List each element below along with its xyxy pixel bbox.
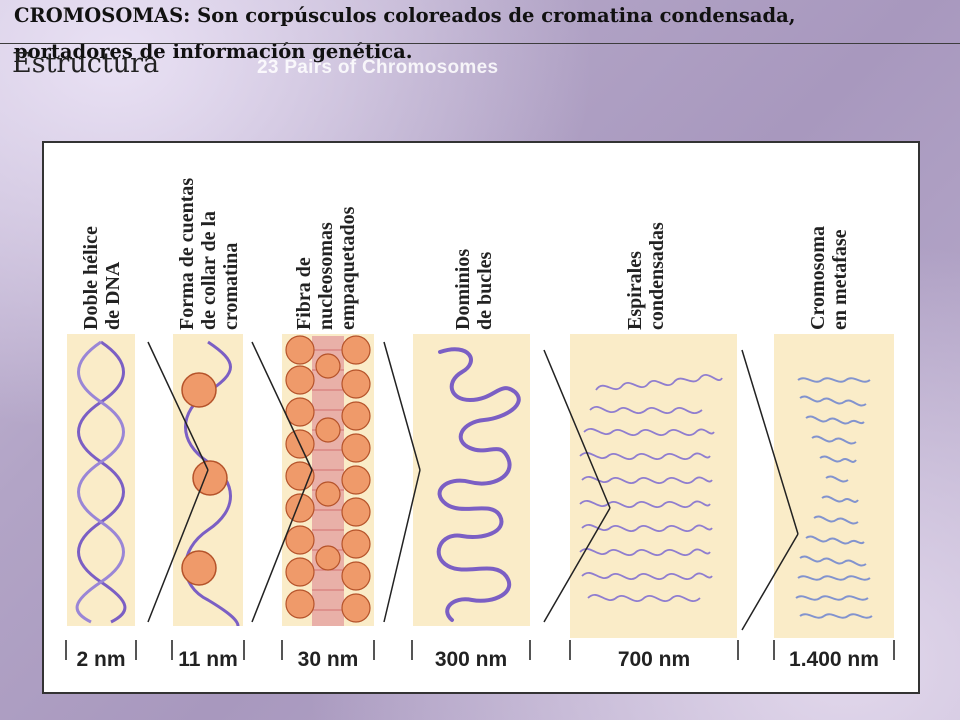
nucleosome-bead (181, 372, 217, 408)
scale-bars (65, 640, 895, 660)
scale-label-coils: 700 nm (617, 648, 691, 671)
loop-domains (436, 347, 521, 622)
double-helix (75, 340, 127, 624)
metaphase-chromosome (795, 377, 873, 619)
scale-label-beads: 11 nm (178, 648, 238, 671)
nucleosome-bead (181, 550, 217, 586)
panel-chromosome (774, 334, 894, 638)
zoom-connector-lines (147, 341, 799, 631)
scale-label-fiber: 30 nm (297, 648, 359, 671)
panel-loops (413, 334, 530, 626)
condensed-coils (579, 374, 723, 602)
scale-label-chromosome: 1.400 nm (789, 648, 879, 671)
background-label: 23 Pairs of Chromosomes (257, 57, 499, 78)
panel-coils (570, 334, 737, 638)
scale-label-dna: 2 nm (76, 648, 126, 671)
scale-label-loops: 300 nm (434, 648, 508, 671)
packed-nucleosome-fiber (285, 335, 371, 626)
beads-on-string (181, 340, 240, 627)
page-title: CROMOSOMAS: Son corpúsculos coloreados d… (14, 4, 796, 63)
header-divider (0, 43, 960, 44)
nucleosome-bead (192, 460, 228, 496)
panel-dna (67, 334, 135, 626)
section-subtitle: Estructura (12, 48, 160, 79)
